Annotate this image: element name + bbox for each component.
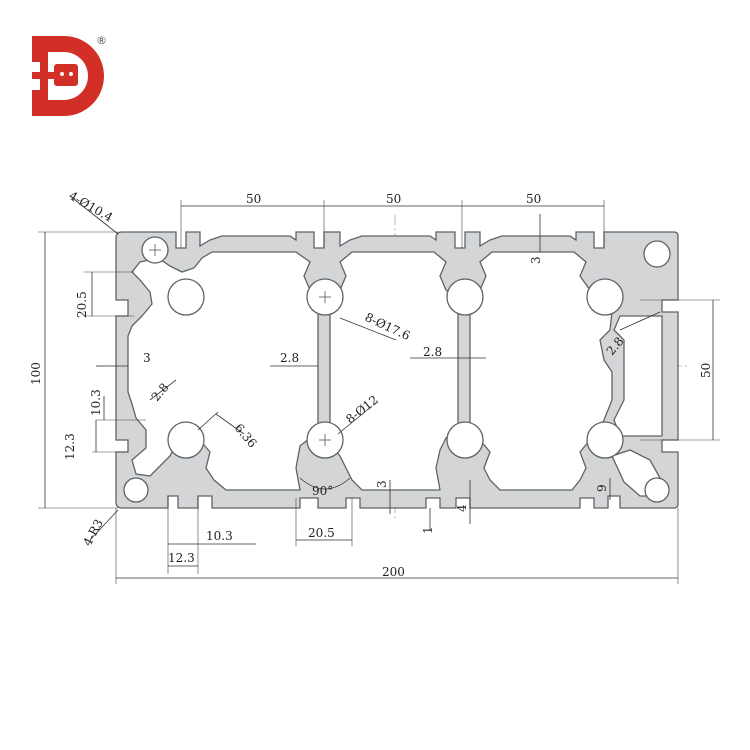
dim-slot-width-left: 12.3: [63, 433, 77, 460]
hole-17-6-d: [586, 278, 624, 316]
dim-corner-holes: 4-Ø10.4: [67, 188, 116, 224]
dim-slot-width-bottom: 12.3: [168, 551, 195, 565]
dim-corner-radius: 4-R3: [80, 517, 106, 549]
dim-slot-pitch-1: 50: [246, 192, 261, 206]
corner-hole-top-right: [643, 240, 671, 268]
hole-17-6-e: [167, 421, 205, 459]
hole-17-6-c: [446, 278, 484, 316]
dim-angle: 90°: [312, 484, 333, 498]
dim-slot-pitch-3: 50: [526, 192, 541, 206]
dim-overall-height: 100: [29, 362, 43, 385]
dim-slot-opening-bottom: 20.5: [308, 526, 335, 540]
hole-17-6-a: [167, 278, 205, 316]
corner-hole-bottom-left: [123, 477, 149, 503]
brand-logo: ®: [32, 34, 107, 116]
dim-web-2: 2.8: [423, 345, 442, 359]
dim-slot-offset-left: 20.5: [75, 291, 89, 318]
dim-bottom-wall: 3: [375, 480, 389, 488]
registered-mark: ®: [96, 34, 107, 47]
hole-17-6-g: [446, 421, 484, 459]
dim-web-1: 2.8: [280, 351, 299, 365]
dim-overall-width: 200: [382, 565, 405, 579]
corner-hole-bottom-right: [644, 477, 670, 503]
dim-slot-depth-bottom: 10.3: [206, 529, 233, 543]
dimension-lines: [38, 195, 720, 584]
dim-top-wall: 3: [529, 256, 543, 264]
dim-slot-pitch-2: 50: [386, 192, 401, 206]
hole-17-6-h: [586, 421, 624, 459]
dim-bottom-right: 9: [595, 484, 609, 492]
dim-lip-depth: 4: [455, 504, 469, 512]
dim-right-slot-span: 50: [699, 363, 713, 378]
aluminum-profile: [115, 231, 679, 509]
dim-wall-left: 3: [143, 351, 151, 365]
dim-slot-depth-left: 10.3: [89, 389, 103, 416]
dim-lip-thickness: 1: [421, 526, 435, 534]
